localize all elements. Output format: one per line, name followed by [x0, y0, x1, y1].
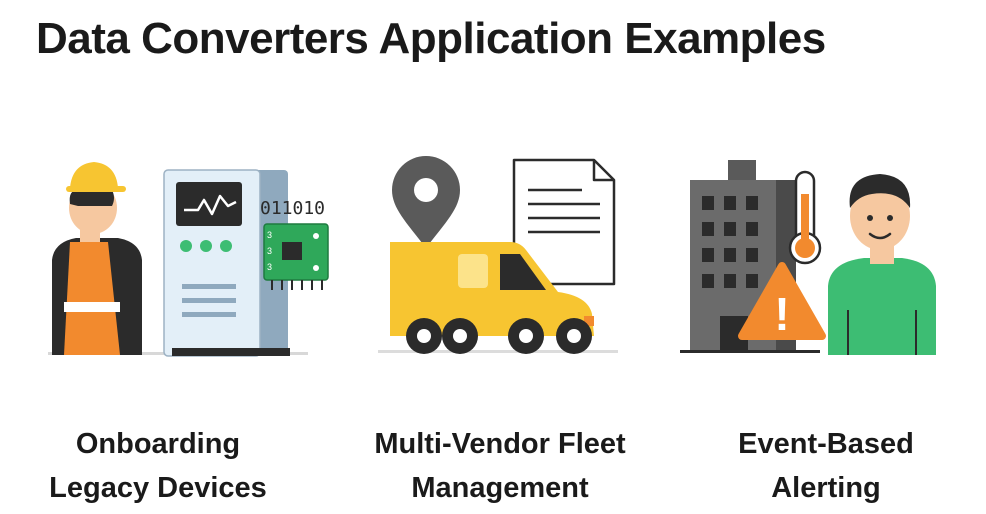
example-caption: Multi-Vendor Fleet Management [350, 422, 650, 510]
example-multi-vendor-fleet-management: Multi-Vendor Fleet Management [350, 150, 650, 510]
caption-line-1: Onboarding [75, 428, 241, 460]
delivery-van-location-icon [378, 156, 618, 354]
caption-line-2: Legacy Devices [49, 472, 267, 504]
page-title: Data Converters Application Examples [36, 14, 826, 63]
building-alert-thermometer-icon: ! [680, 160, 936, 355]
chip-text-3: 3 [267, 262, 272, 272]
example-event-based-alerting: ! Event-Based Alerting [676, 150, 976, 510]
caption-line-2: Management [411, 472, 589, 504]
caption-line-1: Event-Based [738, 428, 914, 460]
thermometer-icon [788, 170, 822, 265]
worker-with-legacy-device-icon: 011010 3 3 3 [48, 162, 329, 357]
warning-triangle-icon: ! [738, 262, 826, 340]
location-pin-icon [392, 156, 460, 248]
caption-line-1: Multi-Vendor Fleet [374, 428, 626, 460]
binary-text: 011010 [260, 198, 325, 219]
example-onboarding-legacy-devices: 011010 3 3 3 Onboarding Legacy Devices [8, 150, 329, 510]
chip-text-1: 3 [267, 230, 272, 240]
alert-symbol: ! [774, 288, 789, 340]
chip-text-2: 3 [267, 246, 272, 256]
person-icon [828, 174, 936, 355]
example-caption: Onboarding Legacy Devices [8, 422, 308, 510]
example-caption: Event-Based Alerting [676, 422, 976, 510]
caption-line-2: Alerting [771, 472, 881, 504]
